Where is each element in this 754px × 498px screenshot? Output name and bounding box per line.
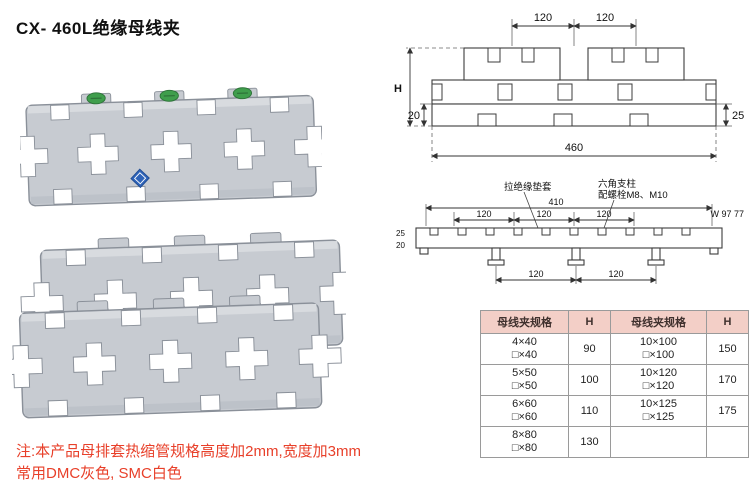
spec-line-2: □×125 xyxy=(642,411,675,423)
front-dim-20: 20 xyxy=(408,103,432,127)
spec-line-1: 4×40 xyxy=(512,336,537,348)
spec-cell: 10×125 □×125 xyxy=(610,395,707,427)
front-dim-460: 460 xyxy=(431,126,717,162)
spec-line-2: □×80 xyxy=(511,442,538,454)
side-dim-left: 25 20 xyxy=(396,229,405,250)
front-view-drawing: 120 120 H 20 25 460 xyxy=(394,12,744,162)
spec-cell: 5×50 □×50 xyxy=(480,364,569,396)
col-header-h-right: H xyxy=(706,310,749,334)
spec-cell xyxy=(610,426,707,458)
side-annotations: 拉绝缘垫套 六角支柱 配螺栓M8、M10 xyxy=(504,178,668,229)
spec-table: 母线夹规格 H 母线夹规格 H 4×40 □×40 90 10×100 □×10… xyxy=(480,310,749,458)
spec-line-1: 10×125 xyxy=(639,398,677,410)
dim-bottom-120-2: 120 xyxy=(608,269,623,279)
spec-line-2: □×60 xyxy=(511,411,538,423)
h-cell: 110 xyxy=(568,395,611,427)
spec-line-1: 10×100 xyxy=(639,336,677,348)
dim-20-label: 20 xyxy=(408,110,420,122)
spec-line-2: □×50 xyxy=(511,380,538,392)
dim-top-120-left: 120 xyxy=(534,12,552,24)
front-dim-h: H xyxy=(394,47,464,127)
clamp-profile xyxy=(431,47,717,127)
note-line-2: 常用DMC灰色, SMC白色 xyxy=(16,465,182,482)
h-cell: 170 xyxy=(706,364,749,396)
annotation-pillar-line1: 六角支柱 xyxy=(598,178,637,190)
product-photo-assembled xyxy=(20,84,322,208)
annotation-pillar-line2: 配螺栓M8、M10 xyxy=(598,189,668,201)
dim-bottom-120-1: 120 xyxy=(528,269,543,279)
dim-25-label: 25 xyxy=(732,110,744,122)
side-view-drawing: 拉绝缘垫套 六角支柱 配螺栓M8、M10 410 120 120 120 W 9… xyxy=(396,178,744,284)
spec-table-header-row: 母线夹规格 H 母线夹规格 H xyxy=(480,310,749,334)
dim-seg-120-1: 120 xyxy=(476,209,491,219)
dim-w-label: W 97 77 xyxy=(710,209,744,219)
table-row: 6×60 □×60 110 10×125 □×125 175 xyxy=(480,395,749,427)
spec-cell: 6×60 □×60 xyxy=(480,395,569,427)
col-header-spec-right: 母线夹规格 xyxy=(610,310,707,334)
front-dim-25: 25 xyxy=(716,103,744,127)
h-cell xyxy=(706,426,749,458)
h-cell: 130 xyxy=(568,426,611,458)
spec-line-2: □×100 xyxy=(642,349,675,361)
side-dim-bottom: 120 120 xyxy=(495,266,657,284)
side-dim-410: 410 xyxy=(425,197,713,226)
spec-line-1: 8×80 xyxy=(512,429,537,441)
table-row: 4×40 □×40 90 10×100 □×100 150 xyxy=(480,333,749,365)
spec-line-1: 10×120 xyxy=(639,367,677,379)
spec-line-1: 6×60 xyxy=(512,398,537,410)
h-cell: 175 xyxy=(706,395,749,427)
dim-460-label: 460 xyxy=(565,142,583,154)
busbar-profile xyxy=(415,227,723,266)
page-title: CX- 460L绝缘母线夹 xyxy=(16,19,181,38)
col-header-spec-left: 母线夹规格 xyxy=(480,310,569,334)
product-photo-pair xyxy=(12,228,346,420)
table-row: 5×50 □×50 100 10×120 □×120 170 xyxy=(480,364,749,396)
spec-cell: 8×80 □×80 xyxy=(480,426,569,458)
spec-line-1: 5×50 xyxy=(512,367,537,379)
dim-410-label: 410 xyxy=(548,197,563,207)
dim-seg-120-3: 120 xyxy=(596,209,611,219)
h-cell: 90 xyxy=(568,333,611,365)
spec-line-2: □×40 xyxy=(511,349,538,361)
table-row: 8×80 □×80 130 xyxy=(480,426,749,458)
annotation-sleeve: 拉绝缘垫套 xyxy=(504,181,552,193)
dim-h-label: H xyxy=(394,83,402,95)
h-cell: 100 xyxy=(568,364,611,396)
dim-left-20: 20 xyxy=(396,241,405,250)
dim-seg-120-2: 120 xyxy=(536,209,551,219)
h-cell: 150 xyxy=(706,333,749,365)
spec-line-2: □×120 xyxy=(642,380,675,392)
note-line-1: 注:本产品母排套热缩管规格高度加2mm,宽度加3mm xyxy=(16,443,362,460)
spec-cell: 10×100 □×100 xyxy=(610,333,707,365)
dim-left-25: 25 xyxy=(396,229,405,238)
front-dim-top: 120 120 xyxy=(511,12,637,46)
dim-top-120-right: 120 xyxy=(596,12,614,24)
col-header-h-left: H xyxy=(568,310,611,334)
spec-cell: 10×120 □×120 xyxy=(610,364,707,396)
side-dim-segments: 120 120 120 W 97 77 xyxy=(453,209,744,226)
spec-cell: 4×40 □×40 xyxy=(480,333,569,365)
